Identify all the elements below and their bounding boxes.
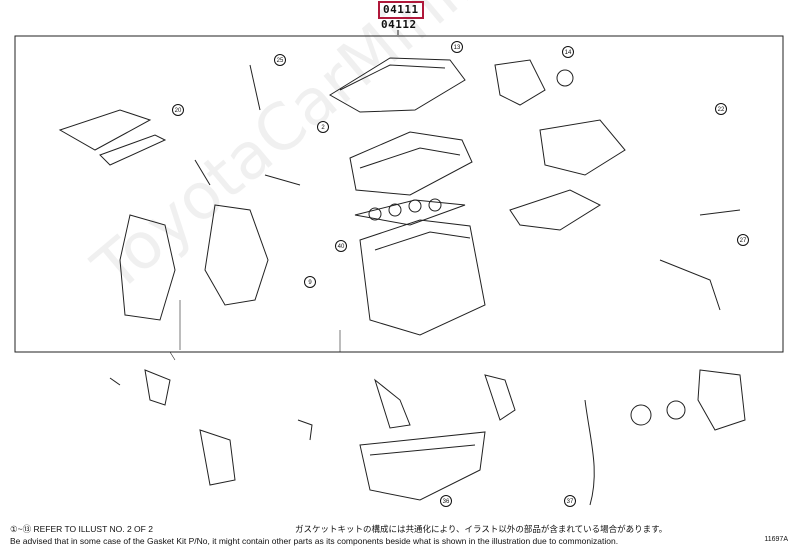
callout[interactable]: 40 [335,240,347,252]
cylinder-head [349,131,473,196]
diagram-frame [14,30,784,353]
callout[interactable]: 36 [440,495,452,507]
oil-seal-rear [666,400,686,420]
throttle-body [494,59,546,106]
callout[interactable]: 13 [451,41,463,53]
timing-cover-rear [119,214,176,321]
callout[interactable]: 37 [564,495,576,507]
oil-dipstick [584,399,595,506]
sub-part-number[interactable]: 04112 [381,18,417,31]
callout[interactable]: 14 [562,46,574,58]
oil-pan [359,431,486,501]
cylinder-block [359,219,486,336]
callout[interactable]: 22 [715,103,727,115]
footer-note-refer: ①~⑬ REFER TO ILLUST NO. 2 OF 2 [10,524,153,534]
callout[interactable]: 20 [172,104,184,116]
main-part-number[interactable]: 04111 [378,1,424,19]
footer-note-commonization: Be advised that in some case of the Gask… [10,536,619,546]
rear-oil-seal-retainer [697,369,746,431]
exhaust-manifold-gasket [58,109,152,151]
callout[interactable]: 2 [317,121,329,133]
callout[interactable]: 25 [274,54,286,66]
footer-note-japanese: ガスケットキットの構成には共通化により、イラスト以外の部品が含まれている場合があ… [295,524,668,534]
water-inlet [484,374,516,421]
timing-chain-cover [204,204,269,306]
oil-strainer [374,378,411,429]
cylinder-head-cover [329,57,466,113]
figure-code: 11697A [764,536,788,543]
callout[interactable]: 27 [737,234,749,246]
head-gasket [354,199,466,226]
oil-seal-front [630,404,652,426]
intake-manifold [509,189,602,231]
callout[interactable]: 9 [304,276,316,288]
